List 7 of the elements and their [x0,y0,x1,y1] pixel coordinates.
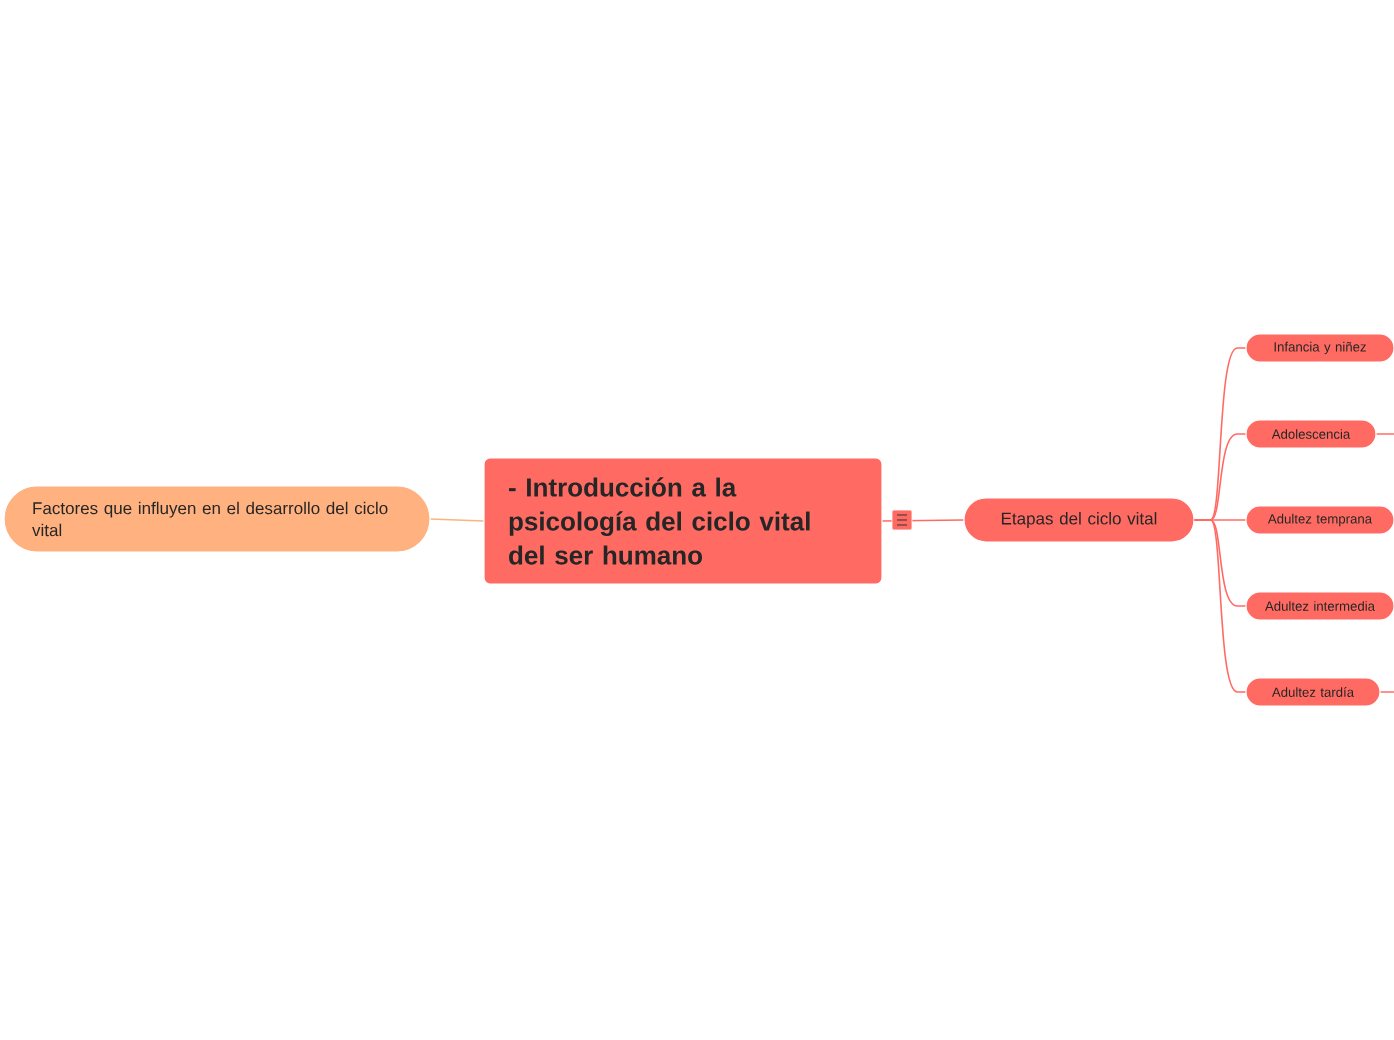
connector-line [429,518,485,522]
subtopic-pill: Factores que influyen en el desarrollo del ciclo vital [3,485,431,553]
connector-line [1379,691,1394,693]
connector-line [1193,519,1247,693]
connector-line [1375,433,1394,435]
topic-box: - Introducción a la psicología del ciclo vital del ser humano [483,457,883,585]
subtopic-pill: Etapas del ciclo vital [963,497,1195,543]
